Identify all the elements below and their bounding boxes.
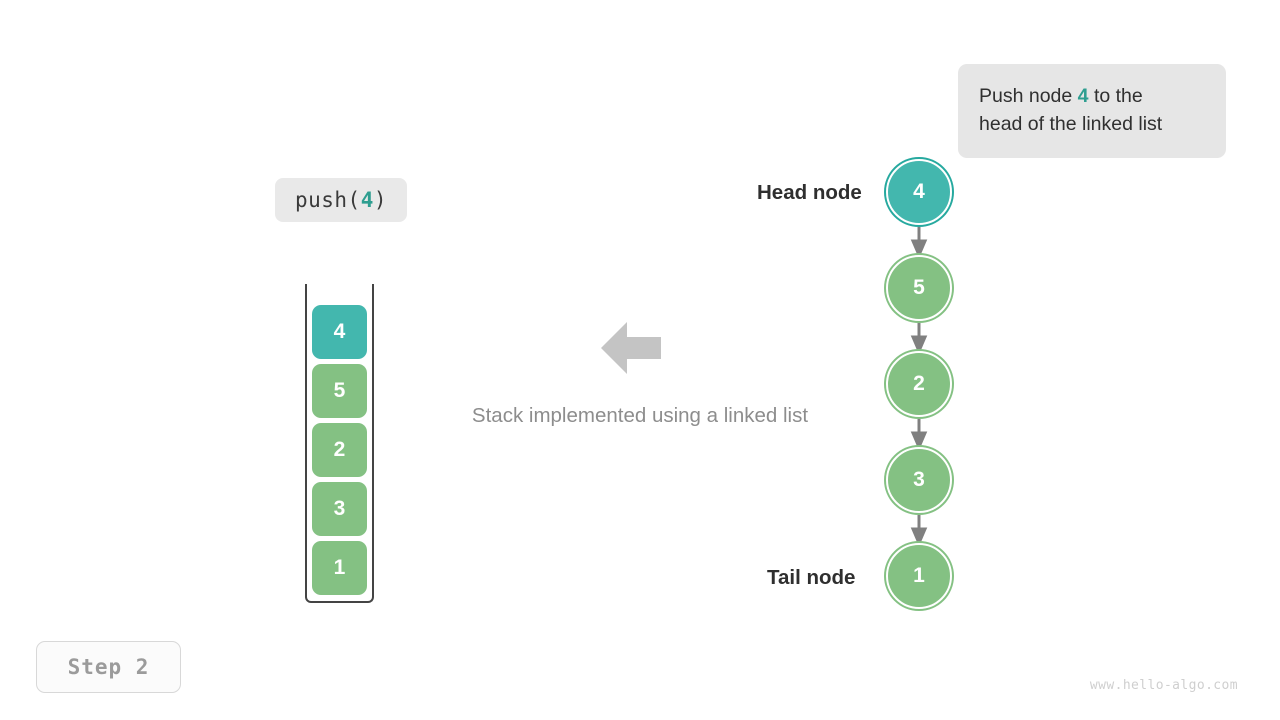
stack-cell-value: 2: [333, 438, 346, 461]
stack-cell: 1: [312, 541, 367, 595]
node-value: 3: [913, 468, 925, 491]
stack-cell: 5: [312, 364, 367, 418]
callout-box: Push node 4 to the head of the linked li…: [958, 64, 1226, 158]
stack-cell-list: 4 5 2 3 1: [312, 305, 367, 600]
node-value: 4: [913, 180, 925, 203]
linked-list-node: 5: [886, 255, 952, 321]
head-node-label: Head node: [757, 181, 862, 204]
stack-cell-value: 5: [333, 379, 346, 402]
callout-highlight-value: 4: [1077, 85, 1089, 107]
watermark: www.hello-algo.com: [1089, 678, 1238, 693]
stack-walls: [305, 284, 374, 603]
callout-text-after: to the: [1088, 85, 1143, 107]
stack-cell: 3: [312, 482, 367, 536]
linked-list: 4 5 2 3 1: [886, 159, 954, 611]
operation-suffix: ): [373, 188, 388, 212]
linked-list-node: 2: [886, 351, 952, 417]
node-value: 5: [913, 276, 925, 299]
linked-list-node: 3: [886, 447, 952, 513]
linked-list-node: 1: [886, 543, 952, 609]
operation-chip: push(4): [275, 178, 407, 222]
stack-container: 4 5 2 3 1: [305, 284, 374, 603]
stack-cell-value: 1: [333, 556, 346, 579]
stack-cell: 4: [312, 305, 367, 359]
stack-cell-value: 4: [333, 320, 346, 343]
node-value: 1: [913, 564, 925, 587]
operation-prefix: push(: [294, 188, 361, 212]
operation-argument: 4: [360, 188, 374, 212]
linked-list-node: 4: [886, 159, 952, 225]
callout-text-before: Push node: [979, 85, 1078, 107]
stack-caption: Stack implemented using a linked list: [471, 404, 809, 427]
tail-node-label: Tail node: [767, 566, 856, 589]
stack-cell: 2: [312, 423, 367, 477]
step-badge: Step 2: [36, 641, 181, 693]
callout-line-two: head of the linked list: [979, 113, 1163, 135]
stack-cell-value: 3: [333, 497, 346, 520]
left-arrow-icon: [601, 320, 663, 376]
node-value: 2: [913, 372, 925, 395]
